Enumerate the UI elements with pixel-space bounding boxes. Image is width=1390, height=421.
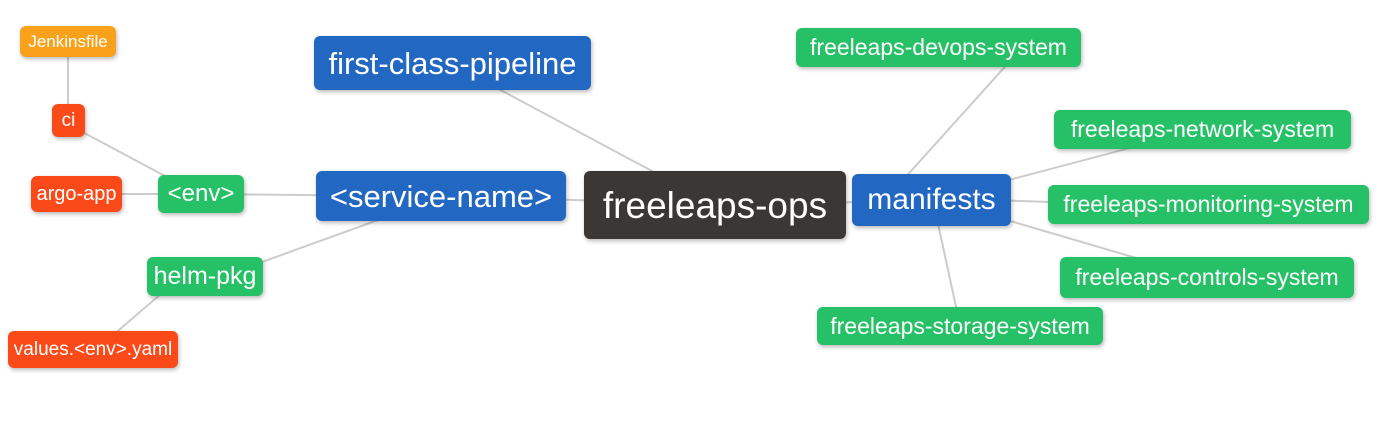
node-freeleaps-monitoring-system[interactable]: freeleaps-monitoring-system — [1048, 185, 1369, 224]
node-manifests[interactable]: manifests — [852, 174, 1011, 226]
node-freeleaps-network-system[interactable]: freeleaps-network-system — [1054, 110, 1351, 149]
node-jenkinsfile[interactable]: Jenkinsfile — [20, 26, 116, 57]
edge-manifests-controls-system — [989, 214, 1161, 266]
edge-pipeline-freeleaps-ops — [479, 78, 681, 187]
node-values-env-yaml[interactable]: values.<env>.yaml — [8, 331, 178, 368]
node-freeleaps-ops[interactable]: freeleaps-ops — [584, 171, 846, 239]
edge-ci-env — [74, 127, 181, 185]
node-freeleaps-controls-system[interactable]: freeleaps-controls-system — [1060, 257, 1354, 298]
node-env[interactable]: <env> — [158, 175, 244, 213]
node-service-name[interactable]: <service-name> — [316, 171, 566, 221]
node-helm-pkg[interactable]: helm-pkg — [147, 257, 263, 296]
node-freeleaps-devops-system[interactable]: freeleaps-devops-system — [796, 28, 1081, 67]
node-freeleaps-storage-system[interactable]: freeleaps-storage-system — [817, 307, 1103, 345]
node-ci[interactable]: ci — [52, 104, 85, 137]
node-argo-app[interactable]: argo-app — [31, 176, 122, 212]
edge-helm-pkg-service-name — [239, 211, 401, 271]
edge-manifests-storage-system — [934, 209, 961, 326]
node-first-class-pipeline[interactable]: first-class-pipeline — [314, 36, 591, 90]
